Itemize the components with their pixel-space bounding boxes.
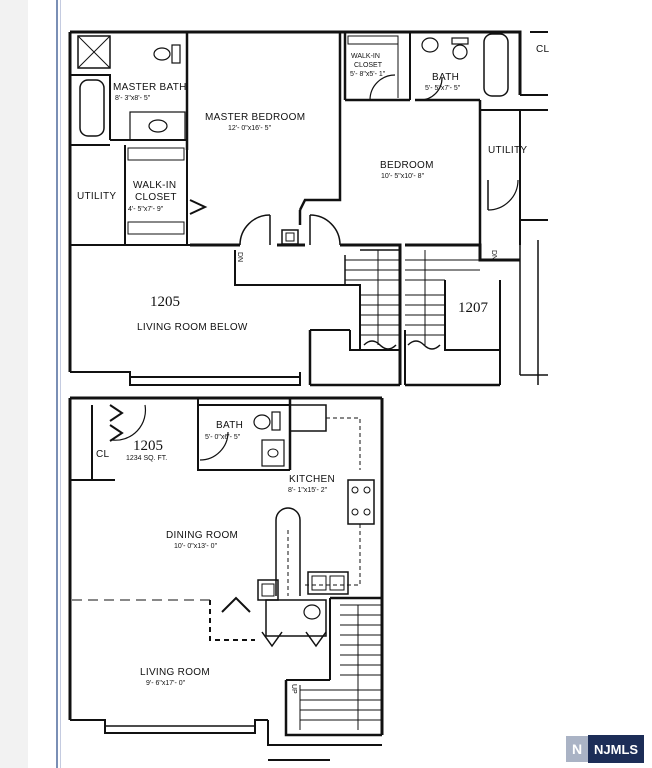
stair-right-dn: DN (490, 250, 497, 260)
walk-in-right-label-2: CLOSET (354, 62, 383, 69)
utility-left-label: UTILITY (77, 191, 116, 202)
master-bath-dim: 8'- 3"x8'- 5" (115, 95, 151, 102)
upper-floor-walls (68, 30, 548, 385)
master-bedroom-dim: 12'- 0"x16'- 5" (228, 125, 272, 132)
walk-in-left-label-1: WALK-IN (133, 180, 176, 191)
walk-in-right-label-1: WALK-IN (351, 53, 380, 60)
bedroom-dim: 10'- 5"x10'- 8" (381, 173, 425, 180)
upper-lower-outline (70, 240, 548, 387)
upper-stair-treads (345, 250, 480, 345)
lower-stair-treads (299, 604, 382, 730)
living-room-label: LIVING ROOM (140, 667, 210, 678)
dining-room-dim: 10'- 0"x13'- 0" (174, 543, 218, 550)
bath-right-dim: 5'- 5"x7'- 5" (425, 85, 461, 92)
lower-closet-label: CL (96, 449, 110, 460)
watermark-logo-text: NJMLS (588, 735, 645, 763)
closet-right-label: CL (536, 44, 550, 55)
lower-bath-label: BATH (216, 420, 243, 431)
unit-area: 1234 SQ. FT. (126, 455, 167, 462)
utility-right-label: UTILITY (488, 145, 527, 156)
dining-room-label: DINING ROOM (166, 530, 238, 541)
unit-1205-upper-number: 1205 (150, 294, 180, 310)
viewer-rule-light (60, 0, 61, 768)
walk-in-left-label-2: CLOSET (135, 192, 177, 203)
master-bath-label: MASTER BATH (113, 82, 187, 93)
walk-in-right-dim: 5'- 8"x5'- 1" (350, 71, 386, 78)
master-bedroom-label: MASTER BEDROOM (205, 112, 305, 123)
viewer-gutter (0, 0, 28, 768)
living-room-dim: 9'- 6"x17'- 0" (146, 680, 186, 687)
living-room-below-label: LIVING ROOM BELOW (137, 322, 248, 333)
kitchen-label: KITCHEN (289, 474, 335, 485)
stair-left-dn: DN (236, 252, 243, 262)
unit-1207-number: 1207 (458, 300, 489, 316)
unit-1205-lower-number: 1205 (133, 438, 163, 454)
watermark-mark: N (566, 736, 588, 762)
walk-in-left-dim: 4'- 5"x7'- 9" (128, 206, 164, 213)
kitchen-dim: 8'- 1"x15'- 2" (288, 487, 328, 494)
lower-floor-exterior (70, 719, 382, 761)
bath-right-label: BATH (432, 72, 459, 83)
bedroom-label: BEDROOM (380, 160, 434, 171)
viewer-rule (56, 0, 58, 768)
lower-floor-walls (68, 396, 384, 737)
stair-up-label: UP (290, 684, 297, 694)
lower-bath-dim: 5'- 0"x6'- 5" (205, 434, 241, 441)
njmls-watermark: N NJMLS (566, 730, 652, 768)
